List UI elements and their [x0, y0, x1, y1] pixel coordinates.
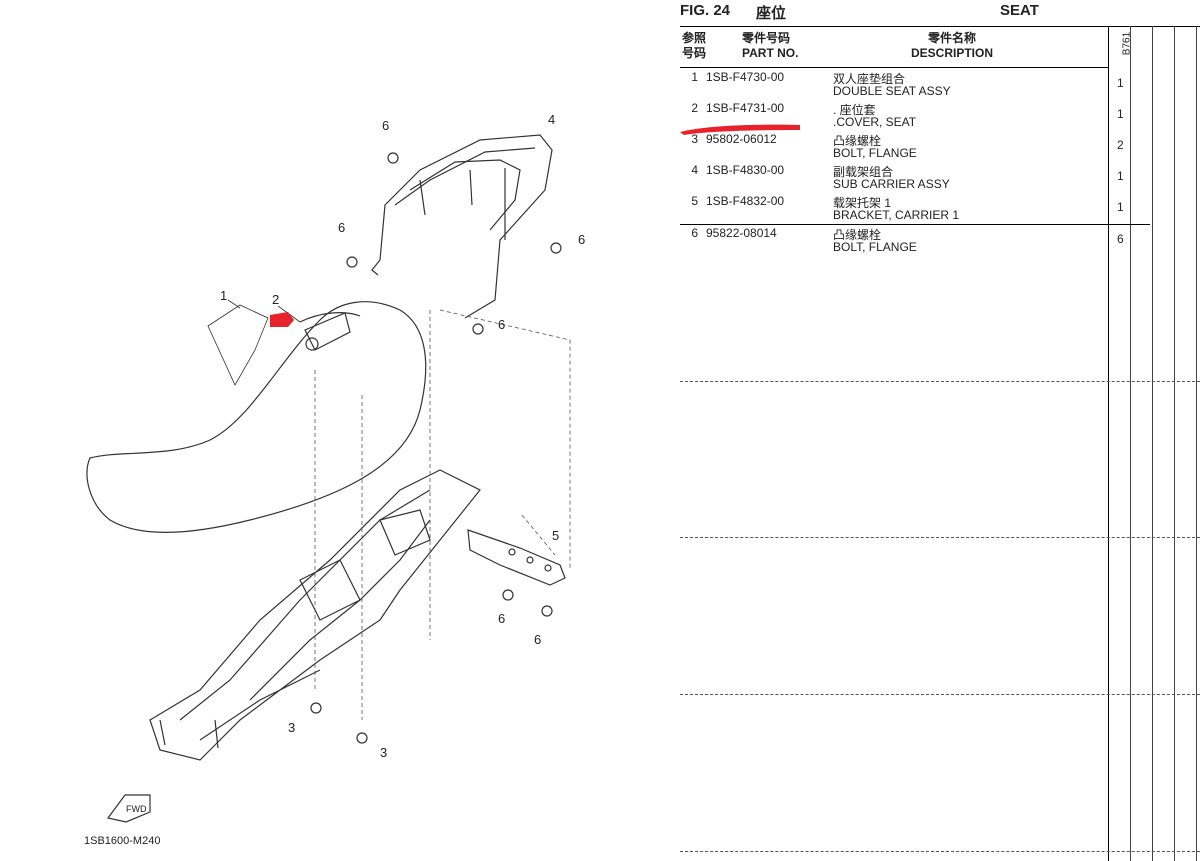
header-rule-2 — [680, 67, 1108, 68]
figure-title-cn: 座位 — [756, 5, 787, 22]
section-separator — [680, 851, 1200, 852]
table-row: 5 1SB-F4832-00 载架托架 1 BRACKET, CARRIER 1… — [691, 194, 1124, 222]
col-desc-header: 零件名称 DESCRIPTION — [910, 31, 993, 60]
table-row: 6 95822-08014 凸缘螺栓 BOLT, FLANGE 6 — [680, 224, 1150, 256]
callout-label: 6 — [498, 317, 505, 332]
col-part-header: 零件号码 PART NO. — [742, 31, 799, 60]
callout-label: 6 — [578, 232, 585, 247]
red-underline-annotation — [680, 124, 800, 135]
column-divider — [1108, 26, 1109, 861]
drawing-code: 1SB1600-M240 — [84, 835, 160, 847]
callout-label: 3 — [288, 720, 295, 735]
seat-outline — [86, 301, 427, 533]
carrier-bracket — [467, 529, 566, 586]
callout-label: 6 — [382, 118, 389, 133]
parts-catalog: FIG. 24 座位 SEAT 参照 号码 零件号码 PART NO. 零件名称… — [680, 0, 1200, 861]
table-row: 1 1SB-F4730-00 双人座垫组合 DOUBLE SEAT ASSY 1 — [691, 70, 1124, 98]
figure-header: FIG. 24 座位 SEAT — [680, 2, 1200, 24]
highlight-marker — [270, 312, 294, 327]
exploded-parts-diagram: FWD 1 2 3 3 4 5 6 6 6 6 6 6 1SB1600-M240 — [84, 112, 585, 847]
column-divider — [1196, 26, 1197, 861]
frame-structure — [149, 469, 481, 761]
fwd-arrow: FWD — [106, 794, 151, 823]
column-divider — [1174, 26, 1175, 861]
section-separator — [680, 694, 1200, 695]
section-separator — [680, 537, 1200, 538]
callout-label: 3 — [380, 745, 387, 760]
col-ref-header: 参照 号码 — [682, 31, 707, 60]
seat-cover-tab — [304, 312, 351, 351]
column-divider — [1130, 26, 1131, 861]
fwd-label: FWD — [126, 804, 147, 814]
figure-title-en: SEAT — [1000, 2, 1039, 19]
callout-label: 4 — [548, 112, 555, 127]
callout-label: 1 — [220, 288, 227, 303]
callout-labels: 1 2 3 3 4 5 6 6 6 6 6 6 — [220, 112, 585, 760]
callout-label: 6 — [534, 632, 541, 647]
flange-bolts — [310, 152, 562, 744]
parts-list: 1 1SB-F4730-00 双人座垫组合 DOUBLE SEAT ASSY 1… — [680, 69, 1150, 256]
column-divider — [1152, 26, 1153, 861]
figure-number: FIG. 24 — [680, 2, 731, 19]
section-separator — [680, 381, 1200, 382]
callout-label: 6 — [498, 611, 505, 626]
callout-label: 5 — [552, 528, 559, 543]
column-headers: 参照 号码 零件号码 PART NO. 零件名称 DESCRIPTION — [680, 31, 1108, 65]
callout-label: 2 — [272, 292, 279, 307]
callout-label: 6 — [338, 220, 345, 235]
table-row: 3 95802-06012 凸缘螺栓 BOLT, FLANGE 2 — [691, 132, 1124, 160]
table-row: 2 1SB-F4731-00 . 座位套 .COVER, SEAT 1 — [680, 100, 1150, 135]
sub-carrier-frame — [379, 134, 553, 319]
header-rule — [680, 26, 1200, 27]
table-row: 4 1SB-F4830-00 副载架组合 SUB CARRIER ASSY 1 — [691, 163, 1124, 191]
